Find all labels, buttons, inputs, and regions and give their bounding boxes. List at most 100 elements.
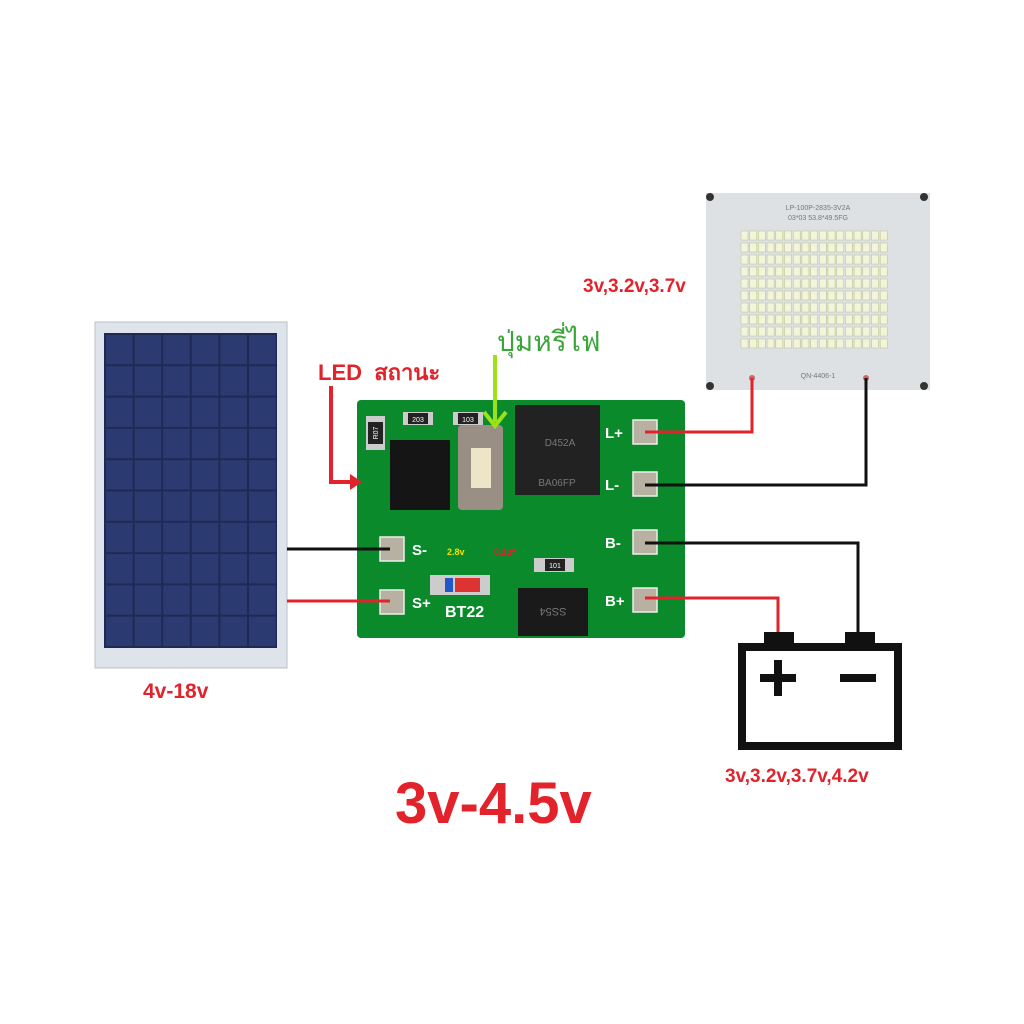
led-chip [853,290,862,301]
led-chip [775,278,784,289]
led-chip [749,242,757,253]
led-chip [827,254,836,265]
led-chip [775,302,784,313]
solar-cell [220,460,247,490]
solar-panel [94,321,288,669]
solar-cell [220,616,247,646]
solar-cell [106,366,133,396]
led-chip [879,242,888,253]
led-chip [801,290,810,301]
solar-cell [106,554,133,584]
solar-cell [106,428,133,459]
led-chip [827,302,836,313]
led-chip [871,278,879,289]
led-chip [836,314,844,325]
solar-cell [220,554,247,584]
solar-cell [249,554,276,584]
led-chip [827,326,836,337]
status-led-arrow [329,386,352,484]
led-chip [819,314,827,325]
led-chip [853,326,862,337]
led-chip [836,230,844,241]
led-chip [784,230,792,241]
led-chip [879,266,888,277]
led-chip [819,242,827,253]
led-chip [853,254,862,265]
led-chip [845,278,853,289]
led-chip [749,278,757,289]
pad-label-l-minus: L- [605,477,619,494]
led-chip [784,266,792,277]
led-chip [862,266,871,277]
led-chip [758,326,766,337]
led-chip [845,266,853,277]
led-chip [792,314,801,325]
led-chip [801,230,810,241]
led-chip [879,254,888,265]
led-chip [775,230,784,241]
charger-pcb: 203 103 R07 101 D452A BA06FP SS54 BT22 2… [357,400,685,638]
led-chip [819,254,827,265]
solar-cell [163,397,190,427]
led-chip [749,266,757,277]
solar-cell [134,460,162,490]
led-chip [766,278,775,289]
led-chip [827,314,836,325]
led-chip [845,242,853,253]
led-chip [740,326,749,337]
led-chip [862,338,871,349]
solar-cell [249,397,276,427]
led-chip [784,338,792,349]
led-chip [801,266,810,277]
led-chip [810,314,818,325]
led-chip [749,326,757,337]
solar-cell [106,397,133,427]
led-chip [871,338,879,349]
led-chip [766,242,775,253]
solar-cell [106,460,133,490]
led-chip [792,290,801,301]
led-chip [871,266,879,277]
led-chip [766,290,775,301]
wires [287,378,868,636]
solar-cell [191,616,219,646]
solar-cell [249,491,276,521]
battery-voltage-label: 3v,3.2v,3.7v,4.2v [725,766,869,787]
led-chip [749,230,757,241]
led-chip [740,278,749,289]
led-chip [792,278,801,289]
component-label-103: 103 [462,417,474,424]
led-chip [862,290,871,301]
led-chip [819,230,827,241]
led-chip [819,290,827,301]
led-chip [766,326,775,337]
solar-cell [191,554,219,584]
battery [738,632,902,750]
led-chip [836,338,844,349]
solar-cell [191,460,219,490]
led-chip [801,338,810,349]
led-chip [862,242,871,253]
solar-cell [106,491,133,521]
led-chip [879,278,888,289]
pcb-silkscreen: BT22 [445,604,484,621]
solar-cell [249,616,276,646]
led-chip [879,290,888,301]
solar-cell [220,522,247,553]
led-chip [862,314,871,325]
solar-cell [106,335,133,365]
led-panel: LP-100P-2835-3V2A 03*03 53.8*49.5FG QN-4… [706,193,930,390]
led-panel-line2: 03*03 53.8*49.5FG [788,215,848,222]
solar-cell [191,522,219,553]
led-chip [775,338,784,349]
led-chip [853,230,862,241]
solar-cell [249,522,276,553]
led-chip [784,254,792,265]
solar-cell [220,366,247,396]
solar-cell [220,428,247,459]
led-chip [801,326,810,337]
led-chip [792,326,801,337]
led-chip [775,290,784,301]
solar-cell [163,366,190,396]
diode-label-ss54: SS54 [540,605,567,617]
